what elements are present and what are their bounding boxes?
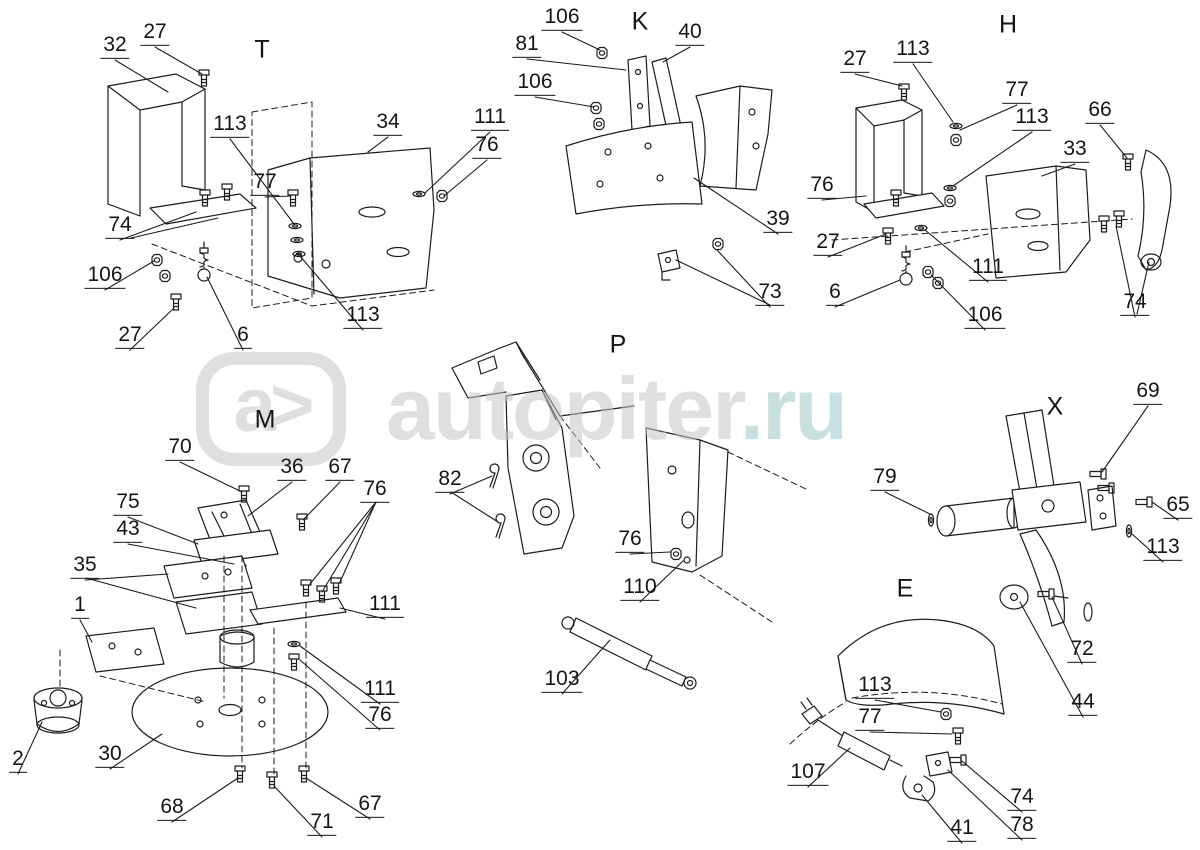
part-callout-66: 66 bbox=[1085, 98, 1115, 124]
part-callout-106: 106 bbox=[964, 303, 1006, 329]
section-label-K: K bbox=[631, 7, 649, 36]
part-callout-77: 77 bbox=[1002, 78, 1032, 104]
part-callout-44: 44 bbox=[1068, 690, 1098, 716]
section-label-P: P bbox=[609, 330, 627, 359]
part-callout-27: 27 bbox=[813, 230, 843, 256]
part-callout-65: 65 bbox=[1163, 493, 1193, 519]
part-callout-111: 111 bbox=[471, 105, 509, 131]
extra-leader-lines bbox=[85, 217, 1150, 609]
part-callout-67: 67 bbox=[325, 455, 355, 481]
part-callout-82: 82 bbox=[435, 467, 465, 493]
part-callout-111: 111 bbox=[366, 592, 404, 618]
assembly-H bbox=[831, 83, 1172, 290]
assembly-X bbox=[927, 409, 1153, 627]
part-callout-113: 113 bbox=[343, 303, 383, 329]
part-callout-76: 76 bbox=[615, 527, 645, 553]
leader-lines bbox=[17, 31, 1179, 844]
assembly-K bbox=[565, 46, 773, 281]
part-callout-40: 40 bbox=[675, 20, 705, 46]
part-callout-43: 43 bbox=[113, 517, 143, 543]
part-callout-34: 34 bbox=[373, 110, 403, 136]
part-callout-67: 67 bbox=[355, 792, 385, 818]
part-callout-107: 107 bbox=[787, 760, 829, 786]
part-callout-111: 111 bbox=[969, 255, 1007, 281]
part-callout-76: 76 bbox=[360, 477, 390, 503]
part-callout-27: 27 bbox=[140, 20, 170, 46]
part-callout-68: 68 bbox=[157, 795, 187, 821]
part-callout-1: 1 bbox=[71, 593, 89, 619]
section-label-T: T bbox=[254, 35, 270, 64]
part-callout-74: 74 bbox=[1120, 290, 1150, 316]
part-callout-106: 106 bbox=[514, 70, 556, 96]
part-callout-77: 77 bbox=[855, 705, 885, 731]
part-callout-36: 36 bbox=[277, 455, 307, 481]
part-callout-27: 27 bbox=[115, 323, 145, 349]
assembly-T bbox=[107, 69, 448, 311]
part-callout-2: 2 bbox=[9, 747, 27, 773]
part-callout-41: 41 bbox=[947, 816, 977, 842]
part-callout-75: 75 bbox=[113, 490, 143, 516]
part-callout-78: 78 bbox=[1007, 813, 1037, 839]
part-callout-111: 111 bbox=[361, 677, 399, 703]
part-callout-6: 6 bbox=[234, 323, 252, 349]
part-callout-27: 27 bbox=[840, 47, 870, 73]
part-callout-74: 74 bbox=[1007, 785, 1037, 811]
part-callout-73: 73 bbox=[755, 280, 785, 306]
part-callout-74: 74 bbox=[105, 213, 135, 239]
part-callout-76: 76 bbox=[365, 703, 395, 729]
part-callout-70: 70 bbox=[165, 435, 195, 461]
part-callout-30: 30 bbox=[95, 742, 125, 768]
section-label-E: E bbox=[896, 574, 914, 603]
assembly-M bbox=[33, 485, 347, 789]
part-callout-113: 113 bbox=[1143, 535, 1183, 561]
assembly-E bbox=[789, 618, 1005, 802]
part-callout-35: 35 bbox=[70, 553, 100, 579]
part-callout-32: 32 bbox=[100, 33, 130, 59]
part-callout-103: 103 bbox=[541, 667, 583, 693]
part-callout-110: 110 bbox=[620, 575, 660, 601]
section-label-H: H bbox=[998, 10, 1018, 39]
part-callout-76: 76 bbox=[472, 133, 502, 159]
part-callout-69: 69 bbox=[1133, 379, 1163, 405]
section-label-M: M bbox=[254, 405, 276, 434]
part-callout-106: 106 bbox=[541, 5, 583, 31]
part-callout-33: 33 bbox=[1060, 137, 1090, 163]
part-callout-39: 39 bbox=[763, 207, 793, 233]
part-callout-113: 113 bbox=[1012, 105, 1052, 131]
part-callout-79: 79 bbox=[870, 465, 900, 491]
part-callout-77: 77 bbox=[250, 170, 280, 196]
assembly-P bbox=[451, 341, 809, 690]
part-callout-81: 81 bbox=[512, 32, 542, 58]
part-callout-113: 113 bbox=[893, 37, 933, 63]
part-callout-113: 113 bbox=[855, 673, 895, 699]
part-callout-113: 113 bbox=[210, 112, 250, 138]
part-callout-6: 6 bbox=[826, 280, 844, 306]
part-callout-72: 72 bbox=[1067, 637, 1097, 663]
part-callout-106: 106 bbox=[84, 263, 126, 289]
part-callout-76: 76 bbox=[807, 173, 837, 199]
section-label-X: X bbox=[1046, 392, 1064, 421]
part-callout-71: 71 bbox=[307, 810, 337, 836]
